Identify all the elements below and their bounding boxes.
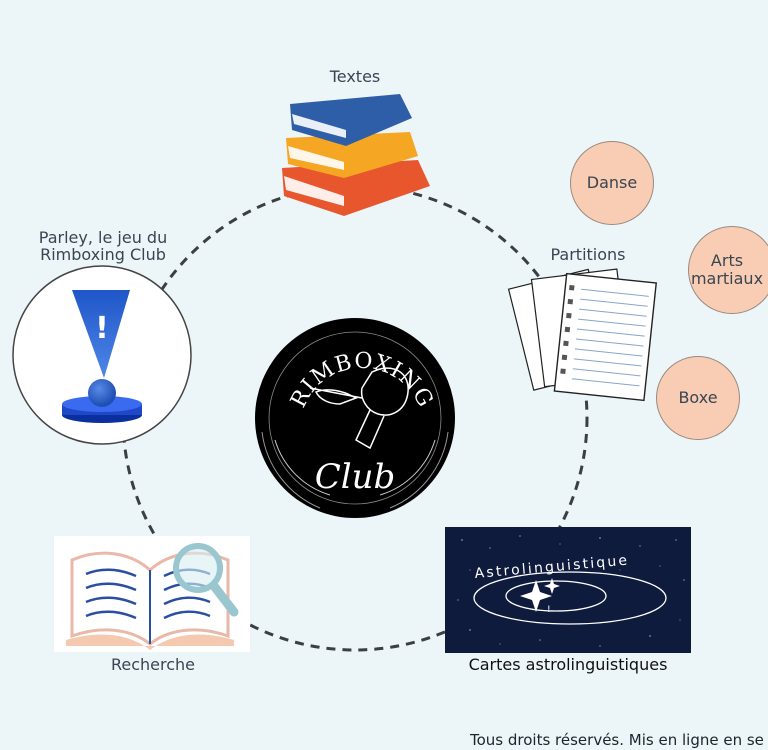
node-label-textes: Textes bbox=[329, 67, 381, 86]
bubble-arts-line2: martiaux bbox=[690, 269, 764, 288]
node-label-recherche: Recherche bbox=[110, 655, 196, 674]
bubble-arts-line1: Arts bbox=[710, 251, 744, 270]
sheet-music-icon bbox=[507, 268, 658, 402]
bubble-danse: Danse bbox=[570, 141, 654, 225]
node-label-cartes: Cartes astrolinguistiques bbox=[468, 655, 668, 674]
node-label-parley: Parley, le jeu du Rimboxing Club bbox=[18, 229, 188, 263]
boxing-glove-icon bbox=[360, 367, 409, 416]
bubble-boxe-label: Boxe bbox=[678, 388, 718, 407]
node-label-partitions: Partitions bbox=[550, 245, 626, 264]
parley-game-icon: ! bbox=[12, 265, 192, 445]
bubble-boxe: Boxe bbox=[656, 356, 740, 440]
bubble-arts-martiaux: Arts martiaux bbox=[688, 226, 768, 314]
node-label-parley-line1: Parley, le jeu du bbox=[38, 228, 168, 247]
bubble-danse-label: Danse bbox=[586, 173, 638, 192]
node-label-parley-line2: Rimboxing Club bbox=[40, 245, 166, 264]
pen-hand-icon bbox=[314, 389, 358, 405]
logo-bottom-text: Club bbox=[315, 457, 396, 497]
books-stack-icon bbox=[282, 94, 430, 216]
astrolinguistic-card: ! Astrolinguistique bbox=[445, 527, 691, 653]
research-book-icon bbox=[54, 536, 250, 652]
exclamation-mark: ! bbox=[95, 311, 109, 346]
rimboxing-club-logo: RIMBOXING Club bbox=[255, 318, 455, 518]
astro-mark: ! bbox=[547, 605, 551, 615]
footer-copyright: Tous droits réservés. Mis en ligne en se bbox=[470, 731, 764, 749]
